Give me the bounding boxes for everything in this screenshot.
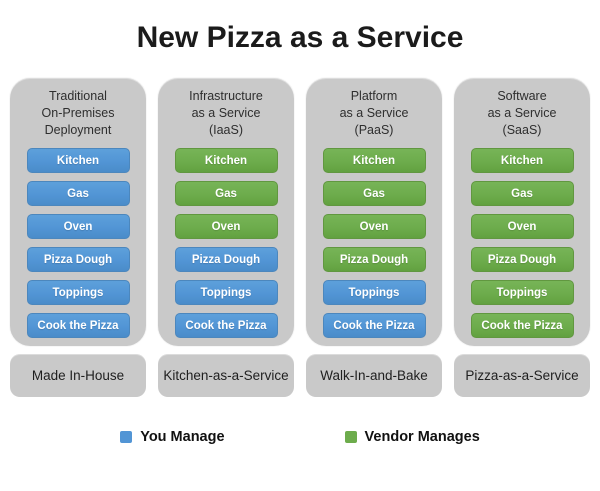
item-toppings: Toppings — [26, 280, 130, 305]
column-footer-paas: Walk-In-and-Bake — [306, 354, 442, 397]
item-toppings: Toppings — [174, 280, 278, 305]
item-kitchen: Kitchen — [174, 148, 278, 173]
item-toppings: Toppings — [470, 280, 574, 305]
item-oven: Oven — [174, 214, 278, 239]
item-oven: Oven — [26, 214, 130, 239]
item-cook-the-pizza: Cook the Pizza — [174, 313, 278, 338]
item-pizza-dough: Pizza Dough — [470, 247, 574, 272]
item-gas: Gas — [322, 181, 426, 206]
legend-label-you-manage: You Manage — [140, 429, 225, 445]
item-kitchen: Kitchen — [470, 148, 574, 173]
item-pizza-dough: Pizza Dough — [26, 247, 130, 272]
legend-entry-vendor-manages: Vendor Manages — [344, 429, 480, 445]
item-oven: Oven — [470, 214, 574, 239]
footers-row: Made In-House Kitchen-as-a-Service Walk-In… — [10, 354, 590, 397]
column-footer-on-premises: Made In-House — [10, 354, 146, 397]
item-cook-the-pizza: Cook the Pizza — [26, 313, 130, 338]
item-gas: Gas — [174, 181, 278, 206]
legend-label-vendor-manages: Vendor Manages — [364, 429, 480, 445]
you-manage-swatch-icon — [120, 431, 133, 443]
item-kitchen: Kitchen — [322, 148, 426, 173]
vendor-manages-swatch-icon — [344, 431, 357, 443]
item-kitchen: Kitchen — [26, 148, 130, 173]
item-oven: Oven — [322, 214, 426, 239]
item-gas: Gas — [26, 181, 130, 206]
legend-entry-you-manage: You Manage — [120, 429, 225, 445]
item-gas: Gas — [470, 181, 574, 206]
diagram-title: New Pizza as a Service — [136, 21, 464, 54]
item-cook-the-pizza: Cook the Pizza — [470, 313, 574, 338]
column-footer-iaas: Kitchen-as-a-Service — [158, 354, 294, 397]
item-pizza-dough: Pizza Dough — [174, 247, 278, 272]
legend: You Manage Vendor Manages — [0, 429, 600, 445]
item-toppings: Toppings — [322, 280, 426, 305]
item-pizza-dough: Pizza Dough — [322, 247, 426, 272]
item-cook-the-pizza: Cook the Pizza — [322, 313, 426, 338]
column-footer-saas: Pizza-as-a-Service — [454, 354, 590, 397]
